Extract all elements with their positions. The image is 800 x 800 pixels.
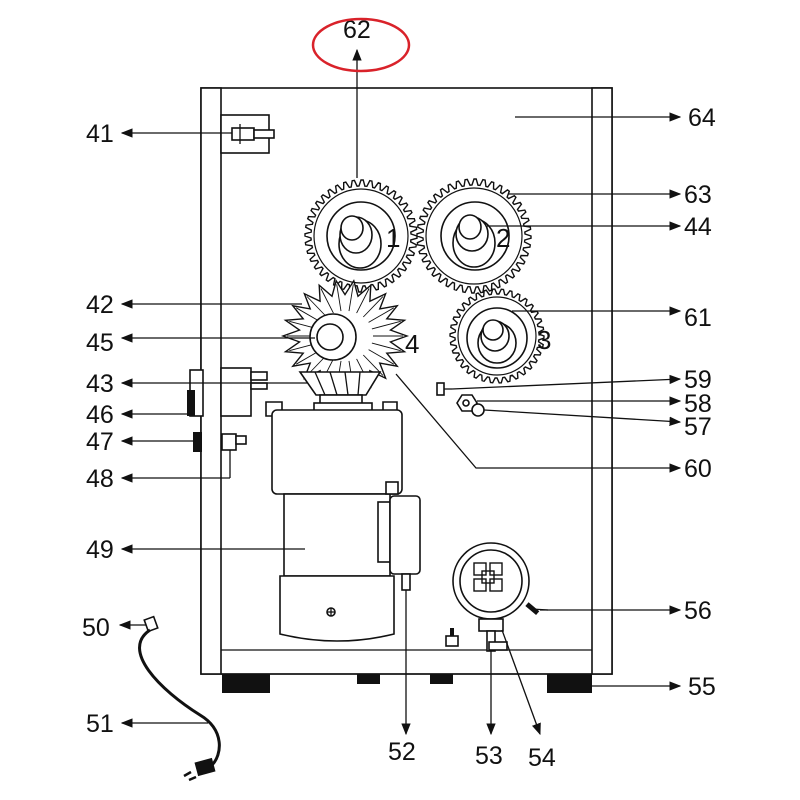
- foot-right: [547, 674, 592, 693]
- feet: [222, 674, 592, 693]
- gear-2-hub: [440, 201, 510, 271]
- terminal-connector: [193, 432, 247, 478]
- screw-bottom: [445, 628, 459, 647]
- gear-3-hub: [466, 307, 528, 369]
- gear-1-hub: [326, 201, 396, 271]
- callout-57: 57: [684, 413, 712, 441]
- washer-57: [471, 403, 485, 417]
- gear-numbers: 1 2 3 4: [386, 223, 551, 359]
- gear-label-1: 1: [386, 223, 400, 253]
- callout-52: 52: [388, 738, 416, 766]
- callout-61: 61: [684, 304, 712, 332]
- callout-49: 49: [86, 536, 114, 564]
- gear-label-2: 2: [496, 223, 510, 253]
- gear-label-3: 3: [537, 325, 551, 355]
- callout-41: 41: [86, 120, 114, 148]
- callout-45: 45: [86, 329, 114, 357]
- leader-lines: [118, 48, 682, 736]
- callout-56: 56: [684, 597, 712, 625]
- latch: [220, 114, 275, 154]
- callout-54: 54: [528, 744, 556, 772]
- screw-59: [436, 382, 452, 396]
- callout-50: 50: [82, 614, 110, 642]
- power-switch: [187, 367, 268, 417]
- callout-53: 53: [475, 742, 503, 770]
- highlight-circle: [311, 17, 411, 73]
- pressure-gauge: [452, 542, 530, 652]
- part-callouts: 41 42 45 43 46 47 48 49 50 51 62 64 63 4…: [82, 16, 716, 772]
- callout-60: 60: [684, 455, 712, 483]
- callout-42: 42: [86, 291, 114, 319]
- callout-64: 64: [688, 104, 716, 132]
- bevel-gear-hub: [309, 313, 357, 361]
- left-side-panel: [200, 87, 222, 675]
- callout-46: 46: [86, 401, 114, 429]
- foot-center-left: [357, 674, 380, 684]
- gear-label-4: 4: [405, 329, 419, 359]
- callout-59: 59: [684, 366, 712, 394]
- callout-51: 51: [86, 710, 114, 738]
- capacitor: [377, 481, 421, 596]
- callout-47: 47: [86, 428, 114, 456]
- callout-43: 43: [86, 370, 114, 398]
- callout-58: 58: [684, 390, 712, 418]
- callout-63: 63: [684, 181, 712, 209]
- right-side-panel: [591, 87, 613, 675]
- motor: [265, 401, 403, 642]
- callout-48: 48: [86, 465, 114, 493]
- power-cord: [138, 615, 221, 782]
- foot-center-right: [430, 674, 453, 684]
- callout-55: 55: [688, 673, 716, 701]
- callout-44: 44: [684, 213, 712, 241]
- foot-left: [222, 674, 270, 693]
